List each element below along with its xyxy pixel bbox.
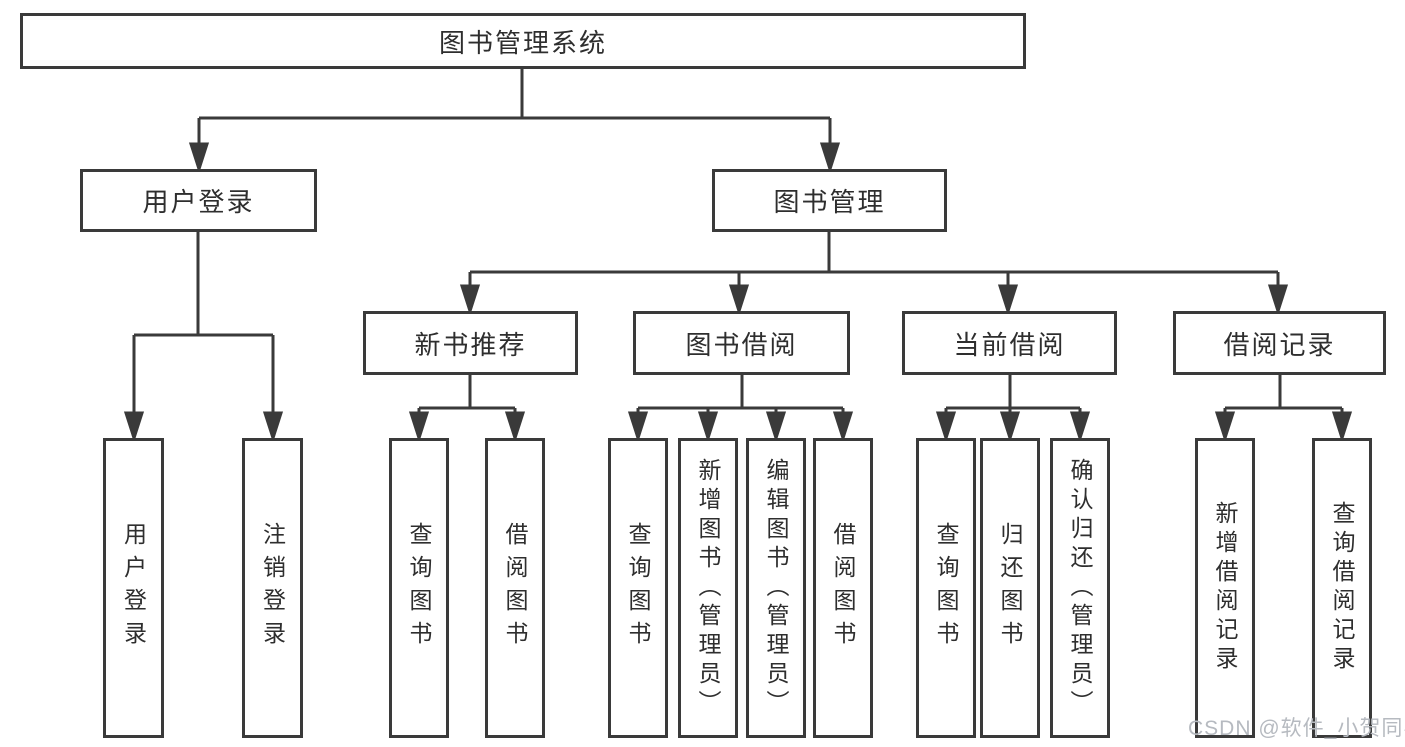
node-label: 图书管理系统 [438,27,607,58]
node-label: 新书推荐 [414,329,527,360]
leaf-add-book-admin: 新增图书（管理员） [678,438,738,738]
node-label: 当前借阅 [953,329,1066,360]
leaf-label: 借阅图书 [502,522,528,654]
leaf-add-borrow-record: 新增借阅记录 [1195,438,1255,738]
leaf-query-books-current: 查询图书 [916,438,976,738]
leaf-borrow-books-borrowing: 借阅图书 [813,438,873,738]
leaf-label: 查询图书 [406,522,432,654]
branch-book-borrowing [627,375,854,443]
leaf-label: 查询图书 [625,522,651,654]
node-label: 图书管理 [773,187,886,217]
branch-borrowing-records [1214,375,1353,443]
leaf-edit-book-admin: 编辑图书（管理员） [746,438,806,738]
node-new-book-recommendation: 新书推荐 [363,311,578,375]
leaf-label: 确认归还（管理员） [1067,457,1093,719]
node-label: 图书借阅 [685,329,798,360]
leaf-label: 查询借阅记录 [1329,501,1355,675]
branch-book-management [459,232,1289,316]
leaf-label: 新增图书（管理员） [695,457,721,719]
node-current-borrowing: 当前借阅 [902,311,1117,375]
node-book-management: 图书管理 [712,169,947,232]
watermark: CSDN @软件_小贺同学 [1188,717,1405,740]
branch-user-login [123,232,284,443]
leaf-label: 新增借阅记录 [1212,501,1238,675]
leaf-user-login: 用户登录 [103,438,164,738]
leaf-label: 注销登录 [259,522,286,654]
node-label: 借阅记录 [1223,329,1336,360]
leaf-label: 查询图书 [933,522,959,654]
leaf-label: 用户登录 [120,522,147,654]
leaf-label: 借阅图书 [830,522,856,654]
node-root: 图书管理系统 [20,13,1026,69]
leaf-return-books: 归还图书 [980,438,1040,738]
branch-new-book-recommendation [408,375,526,443]
leaf-borrow-books-recommend: 借阅图书 [485,438,545,738]
leaf-query-books-borrowing: 查询图书 [608,438,668,738]
leaf-label: 编辑图书（管理员） [763,457,789,719]
node-book-borrowing: 图书借阅 [633,311,850,375]
branch-root [188,68,841,174]
leaf-confirm-return-admin: 确认归还（管理员） [1050,438,1110,738]
leaf-logout: 注销登录 [242,438,303,738]
leaf-label: 归还图书 [997,522,1023,654]
branch-current-borrowing [935,375,1091,443]
node-borrowing-records: 借阅记录 [1173,311,1386,375]
leaf-query-books-recommend: 查询图书 [389,438,449,738]
node-user-login: 用户登录 [80,169,317,232]
node-label: 用户登录 [142,187,255,217]
leaf-query-borrow-record: 查询借阅记录 [1312,438,1372,738]
